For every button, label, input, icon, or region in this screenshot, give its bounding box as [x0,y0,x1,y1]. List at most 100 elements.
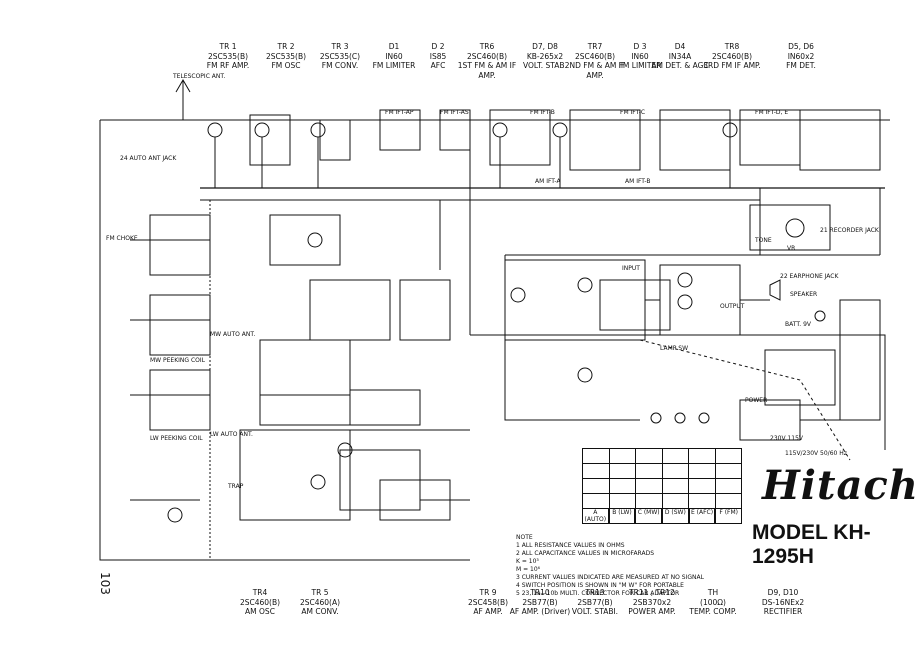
footer-desc: AF AMP. (Driver) [509,607,571,616]
header-part: IN60 [385,51,403,61]
header-part: 2SC535(B) [207,51,249,61]
header-name: TR 1 [219,42,237,51]
footer-d9-d10: D9, D10 DS-16NEx2 RECTIFIER [748,588,818,617]
header-d7d8: D7, D8 KB-265x2 VOLT. STAB. [510,42,580,71]
footer-name: TR4 [252,588,268,597]
header-part: IN60 [631,51,649,61]
band-legend: A (AUTO) B (LW) C (MW) D (SW) E (AFC) F … [582,508,743,524]
band-mw: C (MW) [635,508,663,524]
header-name: D1 [388,42,400,51]
label-batt: BATT. 9V [785,321,812,328]
header-desc: AFC [430,61,446,70]
header-desc: FM CONV. [321,61,359,70]
footer-name: TR13 [585,588,605,597]
header-tr1: TR 1 2SC535(B) FM RF AMP. [193,42,263,71]
label-volts: 230V 115V [770,435,804,442]
label-auto-ant: 24 AUTO ANT JACK [120,155,177,162]
label-telescopic-ant: TELESCOPIC ANT. [172,73,225,80]
header-name: D7, D8 [532,42,558,51]
note-4: 4 SWITCH POSITION IS SHOWN IN "M W" FOR … [516,582,684,589]
header-desc: FM RF AMP. [206,61,250,70]
footer-name: TR 9 [479,588,497,597]
header-d1: D1 IN60 FM LIMITER [359,42,429,71]
footer-tr11-tr12: TR11 , TR12 2SB370x2 POWER AMP. [617,588,687,617]
header-part: 2SC460(B) [574,51,616,61]
header-desc: FM DET. [786,61,816,70]
label-fm-ift-de: FM IFT-D, E [755,109,788,116]
header-part: 2SC460(B) [466,51,508,61]
note-m: M = 10⁶ [516,566,541,573]
note-1: 1 ALL RESISTANCE VALUES IN OHMS [516,542,625,549]
header-desc: 1ST FM & AM IF AMP. [457,61,517,80]
label-recorder-jack: 21 RECORDER JACK [820,227,880,234]
label-input: INPUT [622,265,640,272]
header-tr3: TR 3 2SC535(C) FM CONV. [305,42,375,71]
note-k: K = 10³ [516,558,539,565]
note-2: 2 ALL CAPACITANCE VALUES IN MICROFARADS [516,550,655,557]
header-tr6: TR6 2SC460(B) 1ST FM & AM IF AMP. [452,42,522,80]
footer-part: 2SC460(A) [299,597,341,607]
label-output: OUTPUT [720,303,745,310]
footer-name: D9, D10 [767,588,799,597]
band-auto: A (AUTO) [582,508,609,524]
footer-part: 2SC458(B) [467,597,509,607]
label-fm-ift-ap: FM IFT-AP [385,109,414,116]
page-number: 103 [98,572,112,595]
footer-part: 2SC460(B) [239,597,281,607]
header-part: KB-265x2 [526,51,564,61]
note-3: 3 CURRENT VALUES INDICATED ARE MEASURED … [516,574,704,581]
footer-name: TH [707,588,719,597]
header-desc: FM LIMITER [372,61,416,70]
header-desc: 2ND FM & AM IF AMP. [564,61,626,80]
header-d5d6: D5, D6 IN60x2 FM DET. [766,42,836,71]
footer-desc: POWER AMP. [628,607,676,616]
label-trap: TRAP [227,483,244,490]
label-fm-choke: FM CHOKE [106,235,138,242]
footer-th: TH (100Ω) TEMP. COMP. [678,588,748,617]
label-vr: VR [787,245,795,252]
band-fm: F (FM) [715,508,743,524]
label-ac-mains: 115V/230V 50/60 Hz [785,450,847,457]
notes-heading: NOTE [516,534,533,541]
footer-tr13: TR13 2SB77(B) VOLT. STABI. [560,588,630,617]
header-d2: D 2 IS85 AFC [403,42,473,71]
header-part: 2SC535(C) [319,51,361,61]
label-earphone-jack: 22 EARPHONE JACK [780,273,839,280]
footer-part: 2SB77(B) [522,597,558,607]
header-tr2: TR 2 2SC535(B) FM OSC [251,42,321,71]
model-title: MODEL KH-1295H [752,521,871,568]
header-name: TR6 [479,42,495,51]
header-tr8: TR8 2SC460(B) 3RD FM IF AMP. [697,42,767,71]
footer-desc: AF AMP. [473,607,503,616]
footer-part: 2SB370x2 [632,597,672,607]
header-name: D 2 [431,42,445,51]
header-desc: VOLT. STAB. [523,61,567,70]
footer-part: 2SB77(B) [577,597,613,607]
footer-desc: AM CONV. [301,607,339,616]
footer-desc: VOLT. STABI. [571,607,619,616]
label-fm-ift-c: FM IFT-C [620,109,645,116]
notes: NOTE 1 ALL RESISTANCE VALUES IN OHMS 2 A… [516,534,746,598]
band-afc: E (AFC) [688,508,716,524]
label-am-ift-a: AM IFT-A [535,178,561,185]
footer-part: (100Ω) [700,597,726,607]
header-part: 2SC460(B) [711,51,753,61]
header-part: IN34A [668,51,692,61]
footer-desc: TEMP. COMP. [689,607,737,616]
header-name: D 3 [633,42,647,51]
brand-logo: Hitachi [762,462,920,509]
footer-tr10: TR10 2SB77(B) AF AMP. (Driver) [505,588,575,617]
switch-position-table [582,448,742,509]
band-sw: D (SW) [662,508,689,524]
header-d4: D4 IN34A AM DET. & AGC [645,42,715,71]
label-fm-ift-as: FM IFT-AS [440,109,469,116]
footer-desc: RECTIFIER [763,607,803,616]
label-power: POWER [745,397,767,404]
header-part: IN60x2 [787,51,815,61]
footer-name: TR11 , TR12 [629,588,675,597]
header-desc: AM DET. & AGC [651,61,709,70]
label-lamp-sw: LAMP SW [660,345,688,352]
header-d3: D 3 IN60 FM LIMITER [605,42,675,71]
header-name: TR 2 [277,42,295,51]
